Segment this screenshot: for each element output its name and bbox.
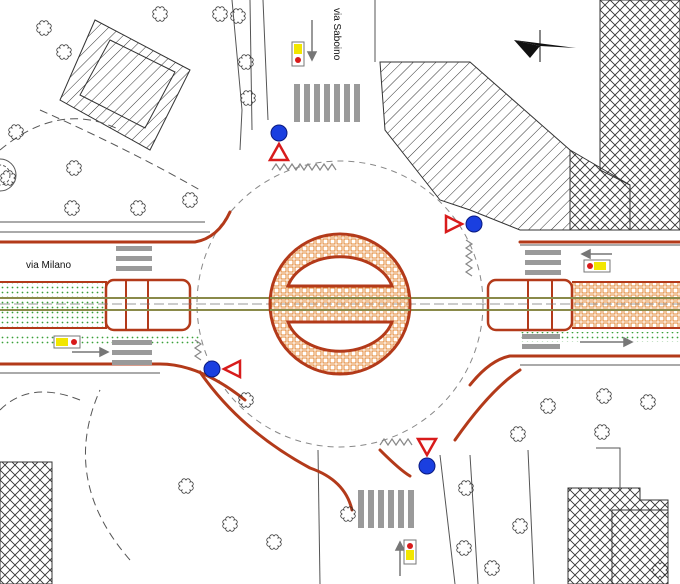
traffic-light-icon (291, 41, 305, 67)
crosswalks (112, 84, 561, 528)
lane-arrows (72, 20, 634, 576)
yield-sign-icon (444, 213, 465, 235)
keep-right-sign-icon (418, 457, 436, 475)
green-verges (0, 332, 680, 345)
street-label-north: via Saboino (331, 8, 342, 61)
east-median (486, 278, 680, 332)
road-signs (203, 124, 483, 475)
keep-right-sign-icon (270, 124, 288, 142)
dashed-boundaries (0, 109, 201, 561)
yield-sign-icon (267, 141, 291, 162)
traffic-light-icon (53, 335, 81, 349)
planter (0, 158, 17, 192)
keep-right-sign-icon (465, 215, 483, 233)
yield-sign-icon (221, 358, 242, 380)
traffic-light-icon (583, 259, 611, 273)
keep-right-sign-icon (203, 360, 221, 378)
yield-sign-icon (415, 437, 439, 458)
traffic-lights (53, 41, 611, 565)
central-island (268, 232, 412, 376)
traffic-light-icon (403, 539, 417, 565)
west-median (0, 278, 192, 332)
road-edges (0, 210, 680, 512)
yield-lines (193, 162, 474, 447)
north-arrow-icon (514, 30, 576, 62)
street-label-west: via Milano (26, 260, 71, 271)
